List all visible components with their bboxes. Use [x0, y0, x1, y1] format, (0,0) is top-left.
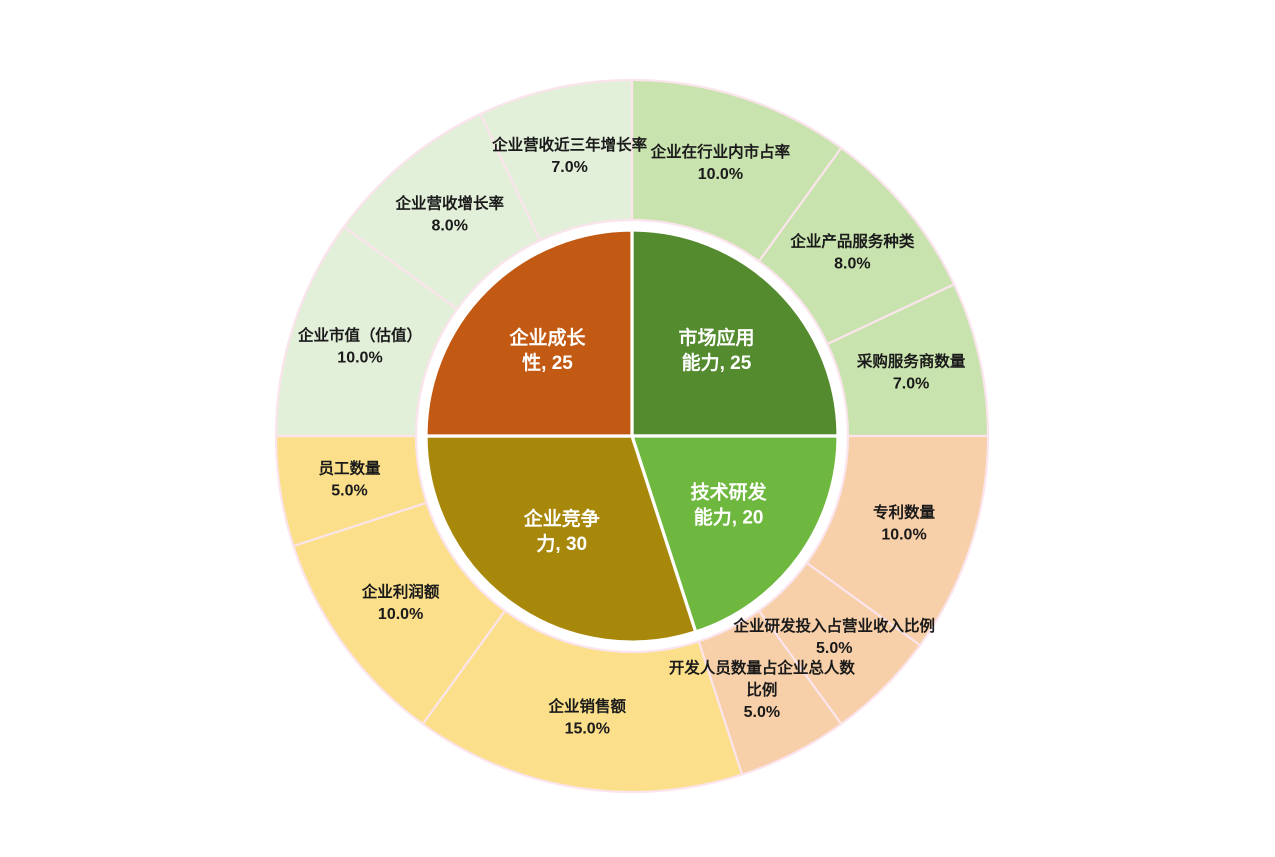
- outer-ring-group: [274, 78, 990, 794]
- segment-label: 市场应用能力, 25: [678, 326, 754, 374]
- sunburst-segment[interactable]: [424, 434, 698, 644]
- inner-ring-labels: 市场应用能力, 25 技术研发能力, 20 企业竞争力, 30 企业成长性, 25: [509, 326, 768, 555]
- segment-label: 企业市值（估值）10.0%: [297, 326, 422, 367]
- sunburst-segment[interactable]: [478, 78, 634, 243]
- segment-label: 技术研发能力, 20: [691, 481, 768, 529]
- sunburst-segment[interactable]: [629, 434, 840, 634]
- sunburst-segment[interactable]: [630, 228, 840, 438]
- segment-label: 企业竞争力, 30: [523, 507, 600, 555]
- sunburst-segment[interactable]: [424, 228, 634, 438]
- inner-ring-group: [424, 228, 840, 644]
- segment-label: 企业成长性, 25: [509, 326, 587, 374]
- sunburst-segment[interactable]: [421, 609, 744, 794]
